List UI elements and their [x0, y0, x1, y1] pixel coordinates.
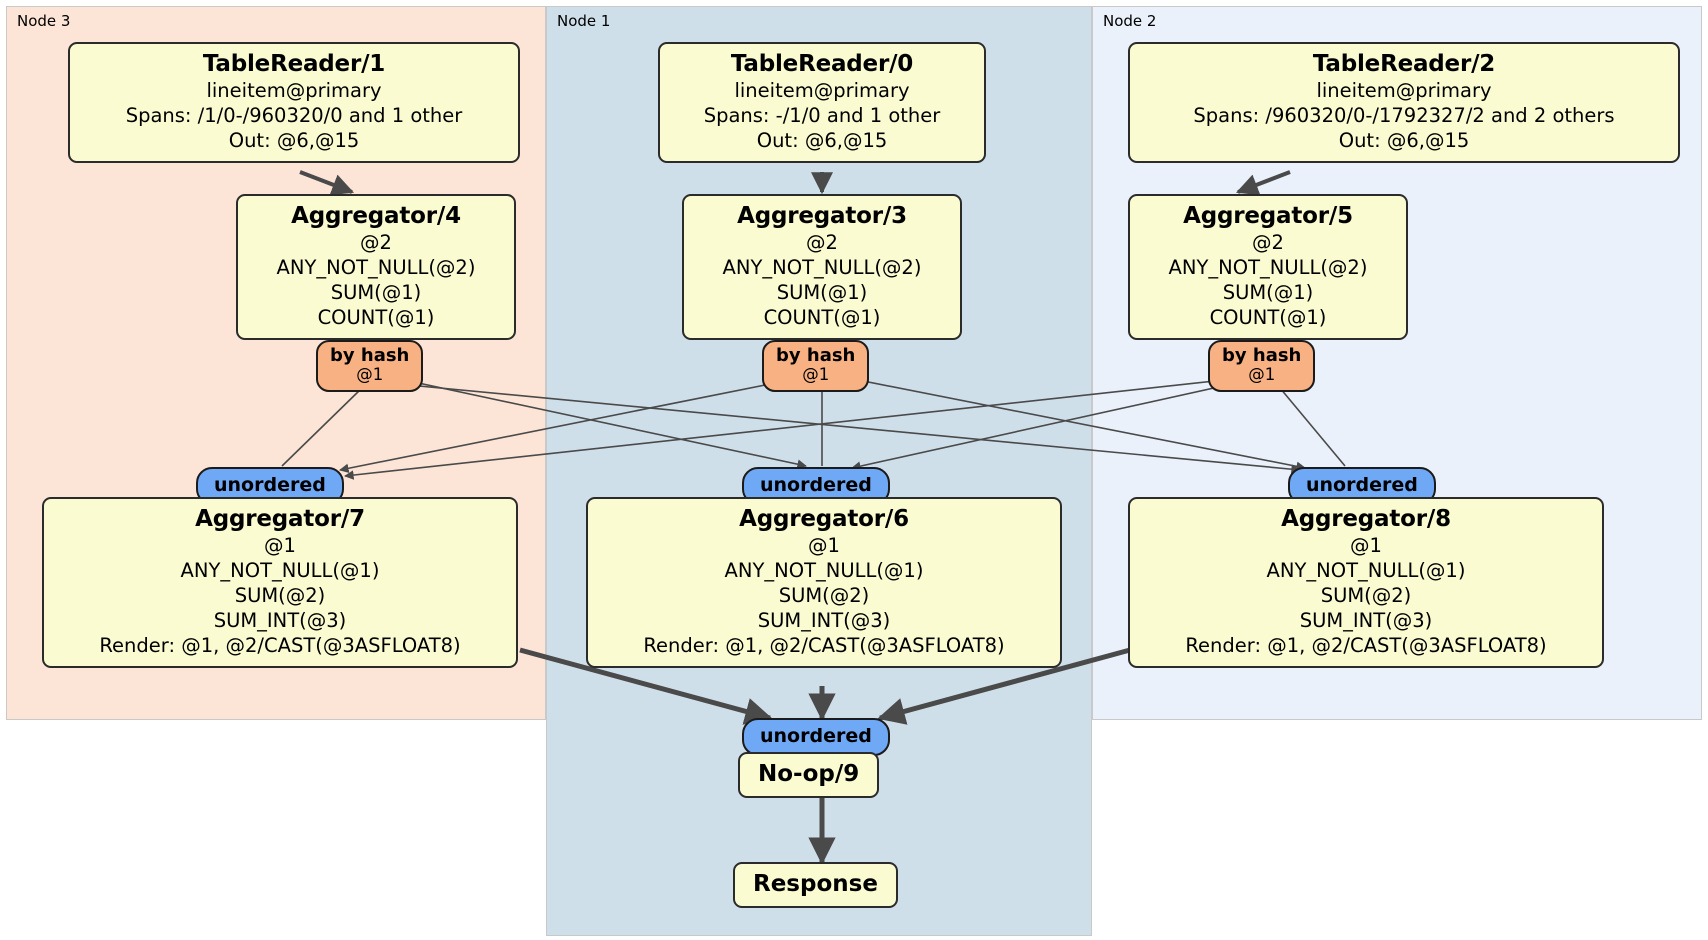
processor-title: Response — [753, 871, 878, 897]
synchronizer-unordered-9[interactable]: unordered — [742, 718, 890, 756]
processor-detail-line: COUNT(@1) — [317, 305, 435, 329]
processor-title: No-op/9 — [758, 761, 860, 787]
processor-detail-line: lineitem@primary — [734, 78, 910, 102]
processor-response[interactable]: Response — [733, 862, 898, 908]
processor-detail-line: Spans: /960320/0-/1792327/2 and 2 others — [1193, 103, 1615, 127]
processor-detail-line: Out: @6,@15 — [228, 128, 360, 152]
processor-detail-line: @2 — [360, 230, 392, 254]
router-label: by hash — [330, 345, 410, 366]
processor-title: Aggregator/5 — [1183, 203, 1353, 229]
processor-detail-line: SUM_INT(@3) — [757, 608, 891, 632]
processor-table-reader-2[interactable]: TableReader/2 lineitem@primary Spans: /9… — [1128, 42, 1680, 163]
processor-detail-line: COUNT(@1) — [1209, 305, 1327, 329]
processor-render-line: Render: @1, @2/CAST(@3ASFLOAT8) — [99, 633, 461, 657]
synchronizer-label: unordered — [214, 474, 326, 496]
processor-detail-line: SUM_INT(@3) — [1299, 608, 1433, 632]
output-router-by-hash-4[interactable]: by hash @1 — [316, 340, 424, 392]
processor-title: Aggregator/6 — [739, 506, 909, 532]
processor-detail-line: Spans: /1/0-/960320/0 and 1 other — [125, 103, 463, 127]
node-panel-label-node3: Node 3 — [17, 12, 71, 30]
router-columns: @1 — [356, 365, 384, 385]
processor-detail-line: SUM(@2) — [234, 583, 326, 607]
processor-detail-line: ANY_NOT_NULL(@2) — [722, 255, 922, 279]
processor-detail-line: SUM(@2) — [778, 583, 870, 607]
processor-detail-line: @2 — [1252, 230, 1284, 254]
processor-detail-line: SUM_INT(@3) — [213, 608, 347, 632]
processor-detail-line: @1 — [1350, 533, 1382, 557]
node-panel-label-node2: Node 2 — [1103, 12, 1157, 30]
router-label: by hash — [1222, 345, 1302, 366]
processor-table-reader-1[interactable]: TableReader/1 lineitem@primary Spans: /1… — [68, 42, 520, 163]
processor-detail-line: ANY_NOT_NULL(@1) — [1266, 558, 1466, 582]
processor-detail-line: SUM(@1) — [330, 280, 422, 304]
processor-render-line: Render: @1, @2/CAST(@3ASFLOAT8) — [1185, 633, 1547, 657]
node-panel-label-node1: Node 1 — [557, 12, 611, 30]
processor-detail-line: Out: @6,@15 — [1338, 128, 1470, 152]
synchronizer-label: unordered — [760, 474, 872, 496]
processor-detail-line: SUM(@1) — [776, 280, 868, 304]
processor-render-line: Render: @1, @2/CAST(@3ASFLOAT8) — [643, 633, 1005, 657]
processor-detail-line: ANY_NOT_NULL(@2) — [276, 255, 476, 279]
processor-title: TableReader/2 — [1312, 51, 1496, 77]
processor-detail-line: @1 — [264, 533, 296, 557]
processor-detail-line: Out: @6,@15 — [756, 128, 888, 152]
output-router-by-hash-5[interactable]: by hash @1 — [1208, 340, 1316, 392]
processor-title: Aggregator/4 — [291, 203, 461, 229]
processor-detail-line: Spans: -/1/0 and 1 other — [703, 103, 941, 127]
router-columns: @1 — [802, 365, 830, 385]
processor-detail-line: lineitem@primary — [1316, 78, 1492, 102]
processor-detail-line: @1 — [808, 533, 840, 557]
processor-title: TableReader/1 — [202, 51, 386, 77]
processor-aggregator-7[interactable]: Aggregator/7 @1 ANY_NOT_NULL(@1) SUM(@2)… — [42, 497, 518, 668]
processor-title: Aggregator/3 — [737, 203, 907, 229]
processor-table-reader-0[interactable]: TableReader/0 lineitem@primary Spans: -/… — [658, 42, 986, 163]
processor-title: Aggregator/8 — [1281, 506, 1451, 532]
processor-aggregator-5[interactable]: Aggregator/5 @2 ANY_NOT_NULL(@2) SUM(@1)… — [1128, 194, 1408, 340]
processor-detail-line: SUM(@2) — [1320, 583, 1412, 607]
processor-aggregator-8[interactable]: Aggregator/8 @1 ANY_NOT_NULL(@1) SUM(@2)… — [1128, 497, 1604, 668]
processor-no-op-9[interactable]: No-op/9 — [738, 752, 880, 798]
router-columns: @1 — [1248, 365, 1276, 385]
synchronizer-label: unordered — [760, 725, 872, 747]
processor-title: Aggregator/7 — [195, 506, 365, 532]
processor-detail-line: @2 — [806, 230, 838, 254]
processor-detail-line: ANY_NOT_NULL(@2) — [1168, 255, 1368, 279]
processor-detail-line: SUM(@1) — [1222, 280, 1314, 304]
output-router-by-hash-3[interactable]: by hash @1 — [762, 340, 870, 392]
processor-title: TableReader/0 — [730, 51, 914, 77]
processor-detail-line: ANY_NOT_NULL(@1) — [180, 558, 380, 582]
processor-aggregator-6[interactable]: Aggregator/6 @1 ANY_NOT_NULL(@1) SUM(@2)… — [586, 497, 1062, 668]
processor-aggregator-4[interactable]: Aggregator/4 @2 ANY_NOT_NULL(@2) SUM(@1)… — [236, 194, 516, 340]
router-label: by hash — [776, 345, 856, 366]
processor-detail-line: ANY_NOT_NULL(@1) — [724, 558, 924, 582]
processor-detail-line: lineitem@primary — [206, 78, 382, 102]
processor-aggregator-3[interactable]: Aggregator/3 @2 ANY_NOT_NULL(@2) SUM(@1)… — [682, 194, 962, 340]
processor-detail-line: COUNT(@1) — [763, 305, 881, 329]
synchronizer-label: unordered — [1306, 474, 1418, 496]
